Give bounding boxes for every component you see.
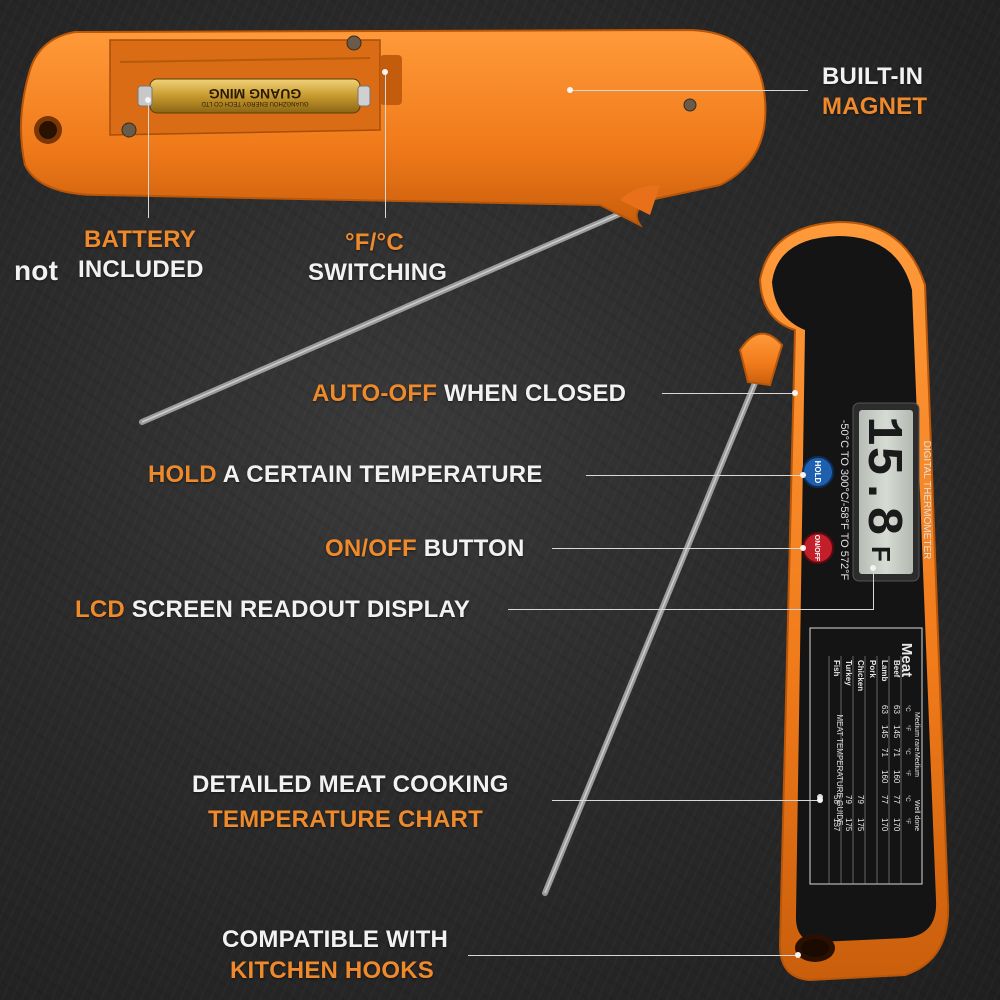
doneness-header: Medium rare (913, 712, 920, 751)
switching-leader-dot (382, 69, 388, 75)
hold-label: HOLD A CERTAIN TEMPERATURE (148, 463, 543, 487)
hold-rest: A CERTAIN TEMPERATURE (216, 461, 543, 488)
battery-label-line1: BATTERY (84, 226, 197, 253)
onoff-button-label: ON/OFF (813, 535, 820, 562)
onoff-rest: BUTTON (416, 535, 525, 562)
meat-row-value: 63 (880, 705, 889, 714)
auto-off-leader-dot (792, 390, 798, 396)
switching-label-line2: SWITCHING (308, 259, 448, 286)
meat-row-value: 71 (892, 748, 901, 757)
meat-row-value: 170 (880, 818, 889, 832)
hold-accent: HOLD (148, 461, 217, 488)
unit-header: °F (904, 725, 910, 731)
chart-label-line1: DETAILED MEAT COOKING (192, 771, 509, 798)
auto-off-label: AUTO-OFF WHEN CLOSED (312, 382, 626, 406)
auto-off-rest: WHEN CLOSED (437, 380, 627, 407)
lcd-screen (859, 410, 913, 574)
unit-header: °F (904, 818, 910, 824)
meat-row-value: 175 (856, 818, 865, 832)
meat-row-value: 137 (832, 818, 841, 832)
onoff-accent: ON/OFF (325, 535, 417, 562)
auto-off-accent: AUTO-OFF (312, 380, 438, 407)
meat-row-value: 79 (844, 795, 853, 804)
battery-brand: GUANG MING (209, 86, 302, 102)
onoff-label: ON/OFF BUTTON (325, 537, 524, 561)
onoff-leader-dot (800, 545, 806, 551)
face-title: DIGITAL THERMOMETER (921, 441, 932, 560)
magnet-label-line1: BUILT-IN (822, 63, 924, 90)
meat-row-value: 58 (832, 795, 841, 804)
temperature-chart: Meat MEAT TEMPERATURE GUIDE Medium rareM… (809, 627, 923, 885)
battery-subtext: GUANGZHOU ENERGY TECH CO LTD (201, 100, 309, 106)
unit-header: °C (904, 748, 910, 755)
hold-leader-dot (800, 472, 806, 478)
guide-title: MEAT TEMPERATURE GUIDE (835, 715, 844, 826)
battery-icon (137, 78, 371, 114)
meat-row-value: 77 (880, 795, 889, 804)
lcd-leader-dot (870, 565, 876, 571)
meat-row-label: Turkey (844, 660, 853, 686)
unit-header: °C (904, 705, 910, 712)
hold-button-label: HOLD (813, 461, 822, 484)
chart-leader-line (552, 800, 820, 801)
meat-row-value: 175 (844, 818, 853, 832)
switching-leader-line (385, 72, 386, 218)
meat-row-value: 79 (856, 795, 865, 804)
front-thermometer: 15.8 F DIGITAL THERMOMETER -50°C TO 300°… (542, 220, 950, 982)
unit-header: °C (904, 795, 910, 802)
onoff-leader-line (552, 548, 804, 549)
meat-row-value: 77 (892, 795, 901, 804)
meat-row-label: Lamb (880, 660, 889, 681)
auto-off-leader-line (662, 393, 796, 394)
magnet-leader-dot (567, 87, 573, 93)
lcd-label: LCD SCREEN READOUT DISPLAY (75, 598, 470, 622)
hold-leader-line (586, 475, 804, 476)
hooks-leader-line (468, 955, 798, 956)
lcd-reading: 15.8 (853, 416, 910, 536)
meat-row-value: 145 (892, 725, 901, 739)
meat-row-value: 71 (880, 748, 889, 757)
hooks-leader-dot (795, 952, 801, 958)
magnet-label-line2: MAGNET (822, 93, 928, 120)
battery-leader-dot (145, 97, 151, 103)
onoff-button[interactable]: ON/OFF (802, 532, 834, 564)
meat-row-label: Fish (832, 660, 841, 677)
lcd-unit: F (866, 546, 896, 562)
range-text: -50°C TO 300°C/-58°F TO 572°F (838, 420, 850, 581)
hooks-label-line1: COMPATIBLE WITH (222, 926, 449, 953)
chart-title: Meat (898, 643, 915, 677)
lcd-leader-line (508, 609, 873, 610)
unit-header: °F (904, 770, 910, 776)
meat-row-value: 63 (892, 705, 901, 714)
hooks-label-line2: KITCHEN HOOKS (230, 957, 434, 984)
hold-button[interactable]: HOLD (802, 456, 834, 488)
meat-row-value: 160 (892, 770, 901, 784)
lcd-rest: SCREEN READOUT DISPLAY (124, 596, 471, 623)
meat-row-value: 170 (892, 818, 901, 832)
lcd-leader-vline (873, 568, 874, 610)
battery-label-line2: INCLUDED (78, 256, 204, 283)
meat-row-value: 160 (880, 770, 889, 784)
doneness-header: Medium (913, 752, 920, 777)
doneness-header: Well done (913, 800, 920, 831)
screw-icon (346, 35, 362, 51)
meat-row-label: Pork (868, 660, 877, 678)
switching-label-line1: °F/°C (345, 229, 404, 256)
chart-label-line2: TEMPERATURE CHART (208, 806, 483, 833)
magnet-leader-line (572, 90, 808, 91)
hook-hole (795, 934, 835, 962)
meat-row-value: 145 (880, 725, 889, 739)
lcd-accent: LCD (75, 596, 125, 623)
meat-row-label: Beef (892, 660, 901, 678)
battery-leader-line (148, 100, 149, 218)
meat-row-label: Chicken (856, 660, 865, 691)
battery-not-word: not (14, 255, 59, 286)
chart-leader-dot (817, 797, 823, 803)
